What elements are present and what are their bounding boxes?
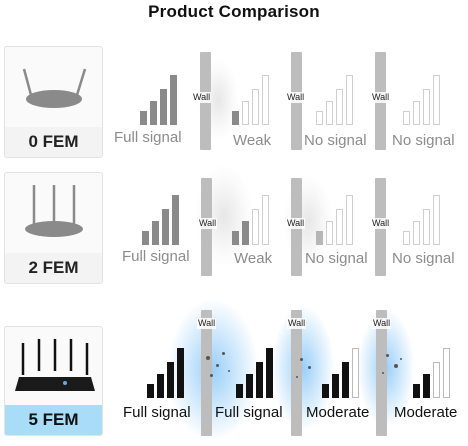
signal-bars: [140, 65, 185, 125]
wall-label: Wall: [371, 92, 391, 103]
signal-bars: [403, 185, 448, 245]
comparison-row-0-fem: 0 FEM Full signal Wall Weak Wall No sign…: [0, 40, 468, 170]
page-title: Product Comparison: [148, 2, 320, 21]
signal-label: Full signal: [123, 404, 191, 421]
signal-bars: [316, 185, 361, 245]
signal-label: No signal: [305, 250, 368, 267]
wall-label: Wall: [197, 318, 217, 329]
signal-label: Full signal: [122, 248, 190, 265]
fem-label: 0 FEM: [5, 127, 102, 157]
wall-label: Wall: [287, 318, 307, 329]
router-card: 0 FEM: [4, 46, 103, 158]
signal-label: No signal: [304, 132, 367, 149]
comparison-row-2-fem: 2 FEM Full signal Wall Weak Wall No sign…: [0, 166, 468, 296]
signal-label: No signal: [392, 250, 455, 267]
signal-label: Full signal: [114, 129, 182, 146]
signal-bars: [232, 65, 277, 125]
wall-label: Wall: [192, 92, 212, 103]
signal-label: Weak: [233, 132, 272, 149]
fem-label: 2 FEM: [5, 253, 102, 283]
signal-bars: [403, 65, 448, 125]
signal-bars: [147, 338, 192, 398]
signal-bars: [322, 338, 367, 398]
signal-label: Moderate: [394, 404, 458, 421]
signal-bars: [316, 65, 361, 125]
wall-label: Wall: [372, 318, 392, 329]
wall: [376, 310, 387, 436]
router-card: 5 FEM: [4, 326, 103, 436]
wall-label: Wall: [286, 218, 306, 229]
signal-bars: [236, 338, 281, 398]
comparison-row-5-fem: 5 FEM Full signal Wall Full signal Wall …: [0, 300, 468, 446]
signal-label: Moderate: [306, 404, 370, 421]
wall: [201, 310, 212, 436]
signal-bars: [142, 185, 187, 245]
signal-label: No signal: [392, 132, 455, 149]
router-card: 2 FEM: [4, 172, 103, 284]
wall-label: Wall: [371, 218, 391, 229]
signal-label: Weak: [234, 250, 273, 267]
signal-bars: [413, 338, 458, 398]
router-5-antenna-icon: [15, 339, 95, 391]
wall: [291, 310, 302, 436]
signal-label: Full signal: [215, 404, 283, 421]
signal-bars: [232, 185, 277, 245]
wall-label: Wall: [286, 92, 306, 103]
router-2-antenna-icon: [22, 68, 87, 108]
router-3-antenna-icon: [25, 185, 83, 237]
wall-label: Wall: [198, 218, 218, 229]
fem-label: 5 FEM: [5, 405, 102, 435]
